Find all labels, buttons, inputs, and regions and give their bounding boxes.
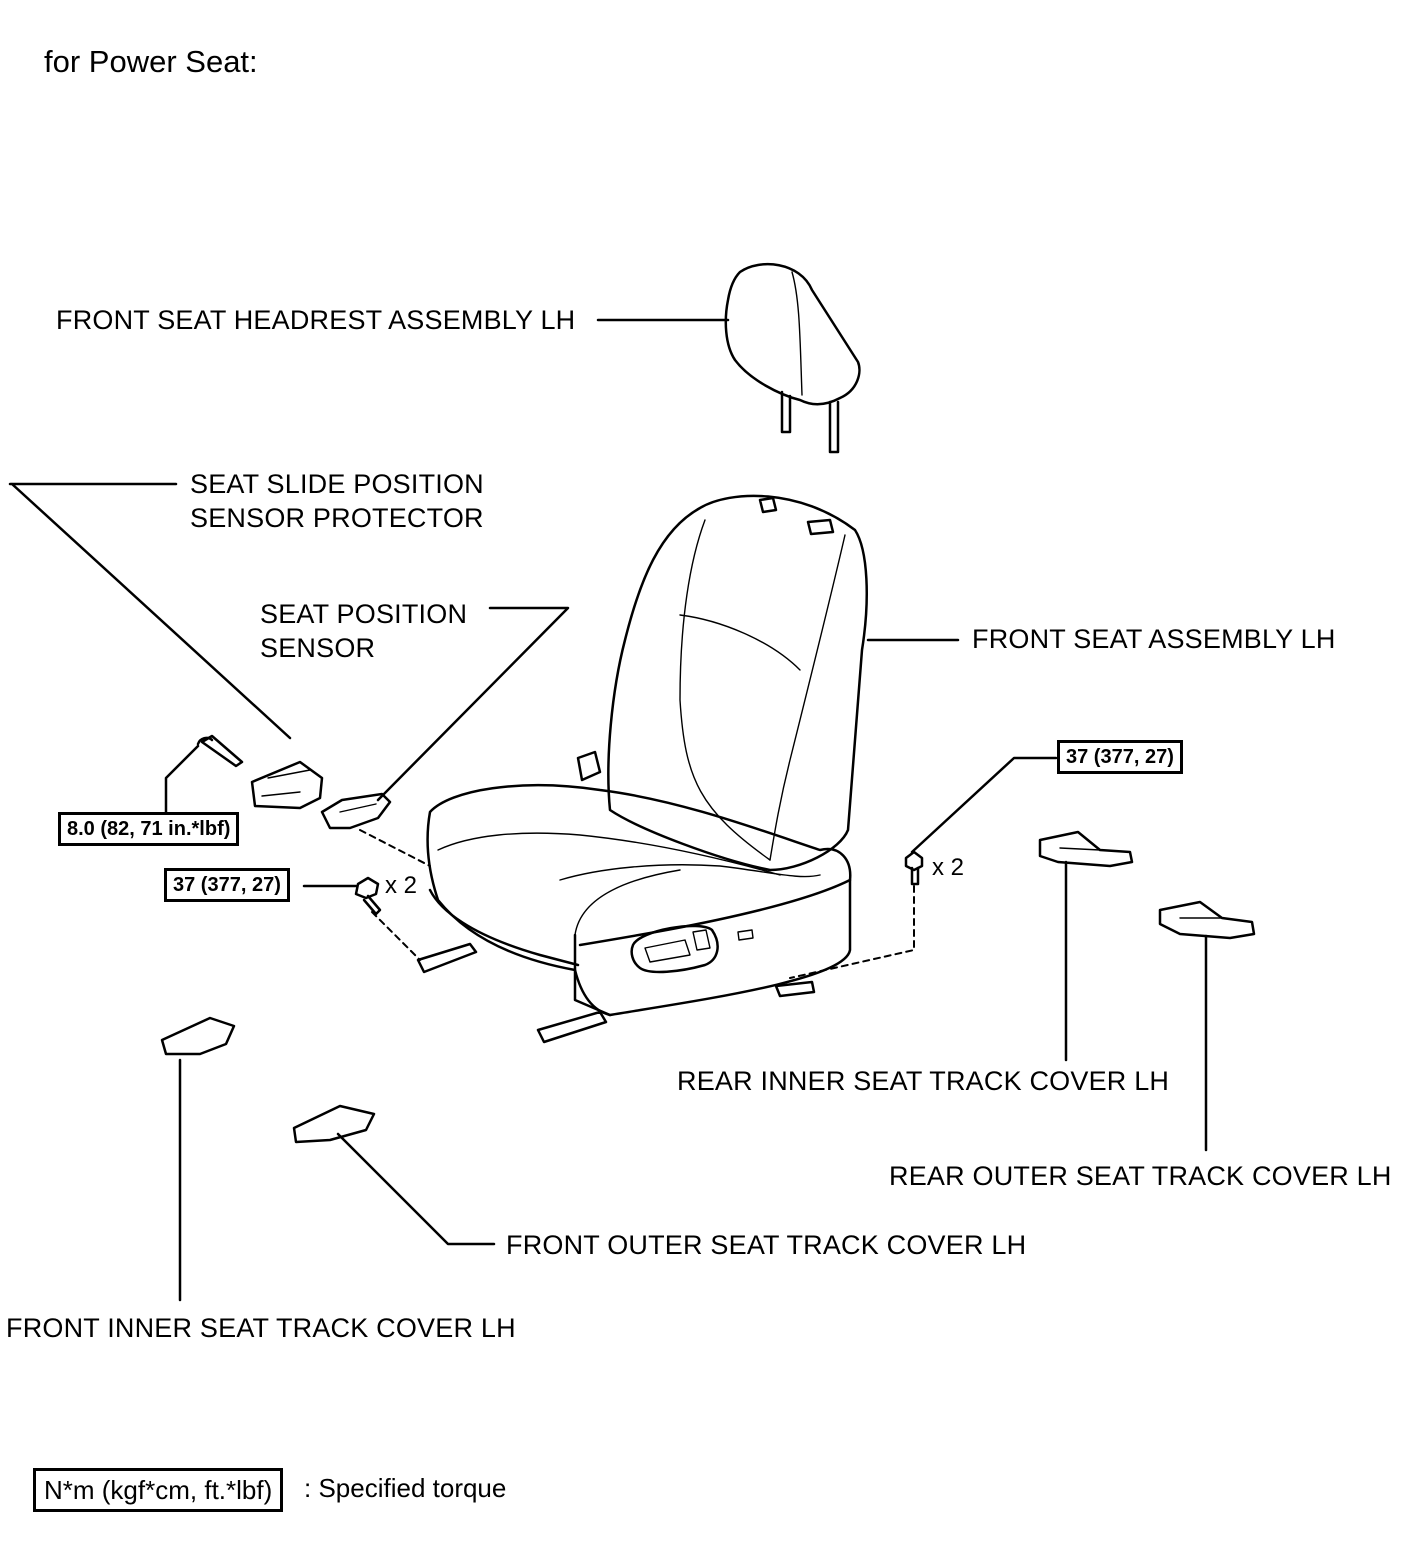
- label-front-outer-cover: FRONT OUTER SEAT TRACK COVER LH: [506, 1230, 1027, 1260]
- headrest-drawing: [724, 262, 861, 454]
- label-front-seat: FRONT SEAT ASSEMBLY LH: [972, 624, 1336, 654]
- rear-inner-cover-drawing: [1038, 830, 1134, 868]
- label-front-inner-cover: FRONT INNER SEAT TRACK COVER LH: [6, 1313, 516, 1343]
- label-headrest: FRONT SEAT HEADREST ASSEMBLY LH: [56, 305, 576, 335]
- legend-torque-box: N*m (kgf*cm, ft.*lbf): [33, 1468, 284, 1512]
- front-inner-cover-drawing: [160, 1016, 236, 1056]
- sensor-drawing: [320, 792, 392, 830]
- leader-lines: [8, 318, 1208, 1302]
- torque-front-bolt: 37 (377, 27): [164, 868, 290, 902]
- front-outer-cover-drawing: [292, 1104, 376, 1144]
- legend-torque-text: : Specified torque: [304, 1473, 507, 1503]
- label-position-sensor: SEAT POSITION SENSOR: [260, 599, 468, 663]
- protector-drawing: [196, 734, 324, 810]
- front-bolt-drawing: [354, 876, 382, 916]
- rear-bolt-drawing: [904, 850, 924, 886]
- seat-back-drawing: [576, 494, 868, 872]
- qty-front-bolt: x 2: [385, 872, 418, 899]
- label-rear-outer-cover: REAR OUTER SEAT TRACK COVER LH: [889, 1161, 1392, 1191]
- torque-protector-screw: 8.0 (82, 71 in.*lbf): [58, 812, 240, 846]
- rear-outer-cover-drawing: [1158, 900, 1256, 940]
- qty-rear-bolt: x 2: [932, 854, 965, 881]
- label-slide-protector: SEAT SLIDE POSITION SENSOR PROTECTOR: [190, 469, 484, 533]
- label-rear-inner-cover: REAR INNER SEAT TRACK COVER LH: [677, 1066, 1170, 1096]
- torque-rear-bolt: 37 (377, 27): [1057, 740, 1183, 774]
- page-title: for Power Seat:: [44, 44, 258, 79]
